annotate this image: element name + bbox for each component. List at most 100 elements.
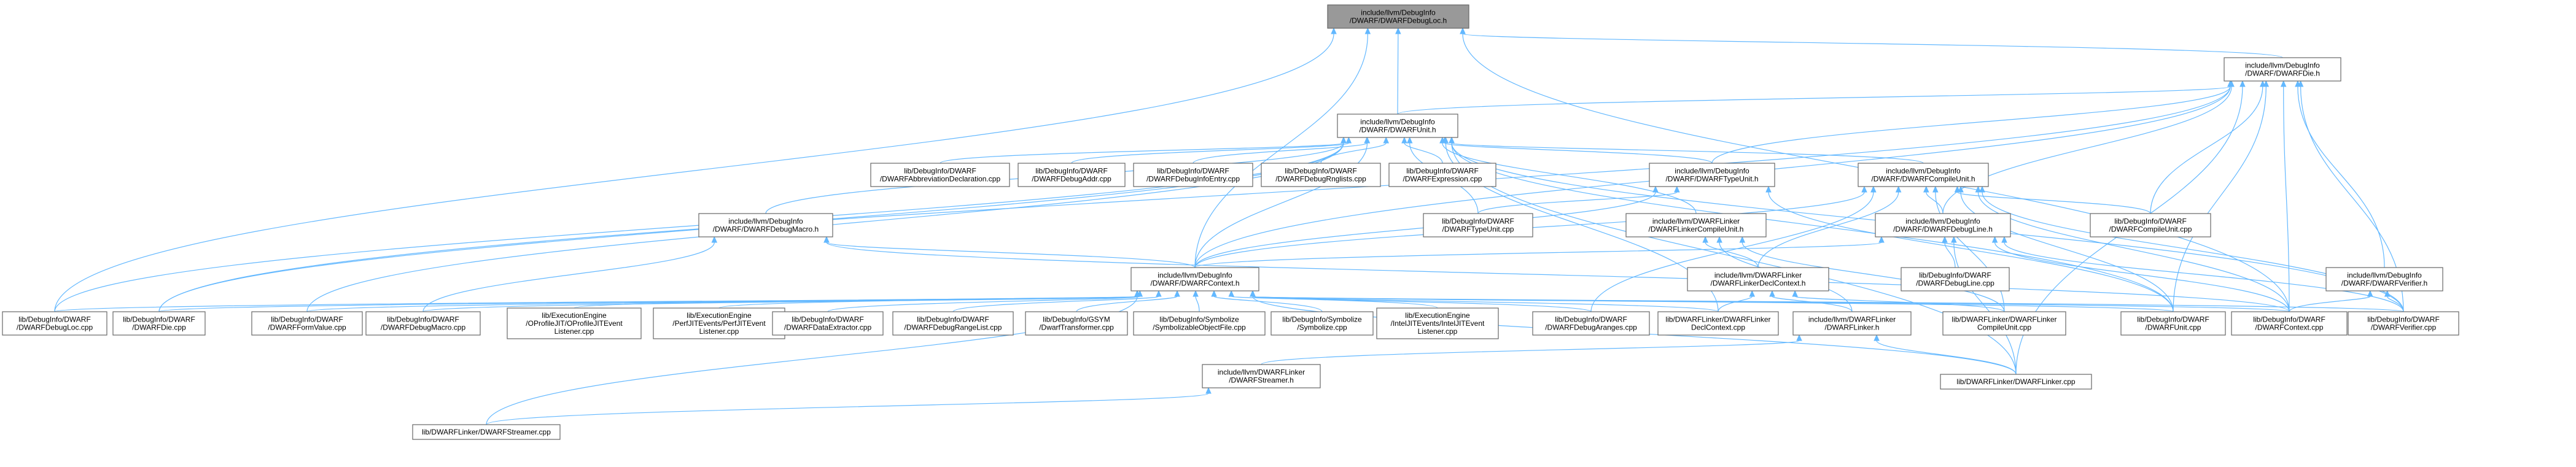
- node-label-line: /DWARFStreamer.h: [1229, 376, 1294, 385]
- node-label-line: lib/DebugInfo/GSYM: [1043, 315, 1110, 324]
- file-node[interactable]: lib/DebugInfo/DWARF/DWARFDebugRnglists.c…: [1261, 163, 1381, 187]
- node-label-line: Listener.cpp: [555, 327, 594, 336]
- node-box: [1942, 311, 2066, 336]
- edge-linker_h-to-linkerdecl_h: [1769, 290, 1853, 312]
- node-label-line: /DWARFFormValue.cpp: [268, 323, 346, 332]
- file-node[interactable]: include/llvm/DWARFLinker/DWARFLinker.h: [1792, 311, 1912, 336]
- node-box: [1687, 267, 1829, 291]
- node-label-line: /DWARFUnit.cpp: [2146, 323, 2201, 332]
- node-label-line: /DWARFDebugAddr.cpp: [1032, 175, 1111, 183]
- file-node[interactable]: include/llvm/DebugInfo/DWARF/DWARFDebugL…: [1875, 213, 2011, 237]
- file-node[interactable]: lib/DebugInfo/GSYM/DwarfTransformer.cpp: [1025, 311, 1128, 336]
- edge-debugloc_cpp-to-debugloc_h: [54, 27, 1337, 312]
- node-label-line: lib/DebugInfo/DWARF: [792, 315, 864, 324]
- file-node[interactable]: include/llvm/DWARFLinker/DWARFLinkerComp…: [1625, 213, 1767, 237]
- node-box: [1376, 307, 1499, 339]
- node-layer: include/llvm/DebugInfo/DWARF/DWARFDebugL…: [2, 4, 2459, 440]
- edge-linkercu_cpp-to-linkercu_h: [1739, 236, 2005, 312]
- node-label-line: /DWARFDebugLoc.cpp: [17, 323, 93, 332]
- node-label-line: lib/DebugInfo/Symbolize: [1282, 315, 1362, 324]
- file-node[interactable]: include/llvm/DebugInfo/DWARF/DWARFContex…: [1130, 267, 1259, 291]
- node-label-line: lib/DebugInfo/DWARF: [1919, 271, 1991, 280]
- file-node[interactable]: lib/ExecutionEngine/OProfileJIT/OProfile…: [507, 307, 642, 339]
- node-box: [1133, 311, 1266, 336]
- edge-linkerdecl_h-to-compileunit_h: [1757, 185, 1902, 268]
- node-box: [892, 311, 1014, 336]
- edge-typeunit_cpp-to-typeunit_h: [1477, 185, 1680, 214]
- file-node[interactable]: include/llvm/DebugInfo/DWARF/DWARFVerifi…: [2325, 267, 2443, 291]
- file-node[interactable]: lib/DWARFLinker/DWARFStreamer.cpp: [412, 424, 561, 440]
- file-node[interactable]: lib/DebugInfo/DWARF/DWARFDebugAddr.cpp: [1018, 163, 1126, 187]
- node-box: [251, 311, 363, 336]
- node-label-line: include/llvm/DebugInfo: [2347, 271, 2422, 280]
- file-node[interactable]: lib/DebugInfo/DWARF/DWARFDataExtractor.c…: [772, 311, 884, 336]
- file-node[interactable]: include/llvm/DWARFLinker/DWARFLinkerDecl…: [1687, 267, 1829, 291]
- node-label-line: Listener.cpp: [1418, 327, 1458, 336]
- node-label-line: include/llvm/DWARFLinker: [1808, 315, 1896, 324]
- node-label-line: /DWARF/DWARFDebugLine.h: [1893, 225, 1993, 234]
- file-node[interactable]: lib/DebugInfo/DWARF/DWARFDebugLoc.cpp: [2, 311, 107, 336]
- node-box: [1133, 163, 1253, 187]
- file-node[interactable]: lib/DebugInfo/DWARF/DWARFDie.cpp: [112, 311, 206, 336]
- file-node[interactable]: include/llvm/DebugInfo/DWARF/DWARFDebugM…: [698, 213, 833, 237]
- node-label-line: include/llvm/DebugInfo: [1886, 167, 1961, 176]
- node-box: [870, 163, 1010, 187]
- file-node[interactable]: lib/DebugInfo/Symbolize/SymbolizableObje…: [1133, 311, 1266, 336]
- node-box: [1327, 4, 1469, 29]
- edge-die_h-to-debugloc_h: [1460, 27, 2283, 58]
- file-node[interactable]: lib/DebugInfo/DWARF/DWARFUnit.cpp: [2120, 311, 2226, 336]
- node-label-line: include/llvm/DebugInfo: [2245, 61, 2320, 70]
- file-node[interactable]: lib/ExecutionEngine/PerfJITEvents/PerfJI…: [653, 307, 785, 339]
- edge-linkercu_cpp-to-compileunit_h: [1932, 185, 2005, 312]
- edge-gsym_cpp-to-context_h: [1076, 290, 1180, 312]
- node-box: [2120, 311, 2226, 336]
- file-node[interactable]: lib/DebugInfo/DWARF/DWARFDebugRangeList.…: [892, 311, 1014, 336]
- node-label-line: /DWARFDebugRangeList.cpp: [905, 323, 1002, 332]
- node-label-line: lib/DebugInfo/DWARF: [18, 315, 91, 324]
- file-node[interactable]: lib/DebugInfo/DWARF/DWARFCompileUnit.cpp: [2090, 213, 2211, 237]
- node-label-line: /Symbolize.cpp: [1297, 323, 1347, 332]
- file-node[interactable]: lib/DWARFLinker/DWARFLinker.cpp: [1940, 374, 2092, 390]
- file-node[interactable]: lib/DebugInfo/DWARF/DWARFContext.cpp: [2231, 311, 2348, 336]
- file-node[interactable]: lib/DebugInfo/DWARF/DWARFExpression.cpp: [1388, 163, 1496, 187]
- edge-unit_h-to-debugloc_h: [1395, 27, 1401, 115]
- node-label-line: /DWARF/DWARFVerifier.h: [2341, 279, 2427, 288]
- node-box: [772, 311, 884, 336]
- edge-context_h-to-debugline_h: [1194, 236, 1885, 268]
- node-label-line: Listener.cpp: [699, 327, 739, 336]
- file-node[interactable]: lib/DebugInfo/DWARF/DWARFDebugAranges.cp…: [1532, 311, 1650, 336]
- edge-oprofile_cpp-to-context_h: [574, 290, 1140, 309]
- file-node[interactable]: lib/DebugInfo/DWARF/DWARFAbbreviationDec…: [870, 163, 1010, 187]
- file-node[interactable]: lib/DebugInfo/DWARF/DWARFDebugMacro.cpp: [365, 311, 481, 336]
- file-node[interactable]: lib/ExecutionEngine/IntelJITEvents/Intel…: [1376, 307, 1499, 339]
- file-node[interactable]: lib/DebugInfo/DWARF/DWARFDebugInfoEntry.…: [1133, 163, 1253, 187]
- file-node[interactable]: include/llvm/DebugInfo/DWARF/DWARFCompil…: [1858, 163, 1989, 187]
- file-node[interactable]: lib/DebugInfo/DWARF/DWARFDebugLine.cpp: [1901, 267, 2010, 291]
- node-label-line: DeclContext.cpp: [1691, 323, 1745, 332]
- node-label-line: /DwarfTransformer.cpp: [1039, 323, 1114, 332]
- edge-context_cpp-to-debugline_h: [1991, 236, 2290, 312]
- node-label-line: include/llvm/DWARFLinker: [1652, 217, 1740, 226]
- edge-context_cpp-to-compileunit_h: [1975, 185, 2290, 312]
- root-node: include/llvm/DebugInfo/DWARF/DWARFDebugL…: [1327, 4, 1469, 29]
- file-node[interactable]: include/llvm/DebugInfo/DWARF/DWARFTypeUn…: [1649, 163, 1775, 187]
- node-label-line: include/llvm/DebugInfo: [1905, 217, 1980, 226]
- file-node[interactable]: lib/DWARFLinker/DWARFLinkerDeclContext.c…: [1657, 311, 1779, 336]
- file-node[interactable]: lib/DebugInfo/DWARF/DWARFTypeUnit.cpp: [1423, 213, 1533, 237]
- file-node[interactable]: lib/DebugInfo/Symbolize/Symbolize.cpp: [1270, 311, 1374, 336]
- file-node[interactable]: lib/DebugInfo/DWARF/DWARFFormValue.cpp: [251, 311, 363, 336]
- node-box: [1423, 213, 1533, 237]
- node-label-line: /DWARF/DWARFTypeUnit.h: [1665, 175, 1758, 183]
- node-box: [1858, 163, 1989, 187]
- edge-compileunit_cpp-to-compileunit_h: [1954, 185, 2151, 214]
- node-box: [1261, 163, 1381, 187]
- node-label-line: include/llvm/DWARFLinker: [1218, 368, 1305, 377]
- file-node[interactable]: lib/DWARFLinker/DWARFLinkerCompileUnit.c…: [1942, 311, 2066, 336]
- file-node[interactable]: lib/DebugInfo/DWARF/DWARFVerifier.cpp: [2348, 311, 2459, 336]
- node-box: [2, 311, 107, 336]
- node-label-line: include/llvm/DebugInfo: [1361, 9, 1436, 17]
- edge-symbolize_cpp-to-context_h: [1211, 290, 1323, 312]
- file-node[interactable]: include/llvm/DebugInfo/DWARF/DWARFUnit.h: [1337, 114, 1458, 138]
- file-node[interactable]: include/llvm/DWARFLinker/DWARFStreamer.h: [1202, 364, 1321, 388]
- file-node[interactable]: include/llvm/DebugInfo/DWARF/DWARFDie.h: [2224, 57, 2341, 82]
